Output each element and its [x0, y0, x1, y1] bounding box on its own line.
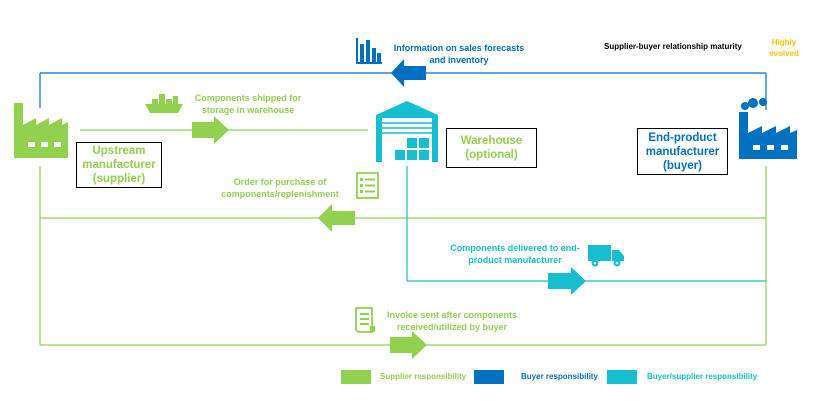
checklist-icon: [356, 172, 379, 199]
maturity-title: Supplier-buyer relationship maturity: [604, 42, 742, 51]
order-arrow-left: [318, 204, 355, 232]
legend-swatch-supplier: [341, 370, 371, 384]
order-purchase-label: Order for purchase of components/repleni…: [221, 177, 339, 199]
invoice-scroll-icon: [355, 307, 375, 333]
legend-swatch-shared: [607, 370, 637, 384]
upstream-manufacturer-box: Upstream manufacturer (supplier): [76, 142, 162, 188]
maturity-level: Highly evolved: [769, 38, 799, 58]
truck-icon: [588, 245, 624, 267]
info-forecasts-label: Information on sales forecasts and inven…: [393, 43, 525, 65]
components-delivered-label: Components delivered to end-product manu…: [450, 243, 580, 265]
shipped-arrow-right: [192, 116, 229, 144]
legend-label-shared: Buyer/supplier responsibility: [647, 372, 758, 381]
factory-icon: [14, 103, 68, 158]
end-product-manufacturer-label: End-product manufacturer (buyer): [645, 131, 720, 172]
delivery-arrow-right: [548, 267, 586, 295]
legend-label-buyer: Buyer responsibility: [521, 372, 598, 381]
invoice-label: Invoice sent after components received/u…: [386, 310, 518, 332]
upstream-manufacturer-label: Upstream manufacturer (supplier): [82, 145, 156, 185]
ship-icon: [145, 94, 183, 113]
legend-swatch-buyer: [474, 370, 504, 384]
warehouse-box: Warehouse (optional): [446, 128, 537, 168]
components-shipped-label: Components shipped for storage in wareho…: [194, 93, 302, 115]
end-product-manufacturer-box: End-product manufacturer (buyer): [637, 128, 728, 175]
info-arrow-left: [391, 59, 426, 87]
warehouse-label: Warehouse (optional): [460, 135, 523, 161]
warehouse-icon: [376, 101, 438, 162]
factory-icon: [739, 98, 797, 159]
bar-chart-icon: [356, 38, 382, 64]
invoice-arrow-right: [390, 331, 427, 359]
legend-label-supplier: Supplier responsibility: [380, 372, 467, 381]
